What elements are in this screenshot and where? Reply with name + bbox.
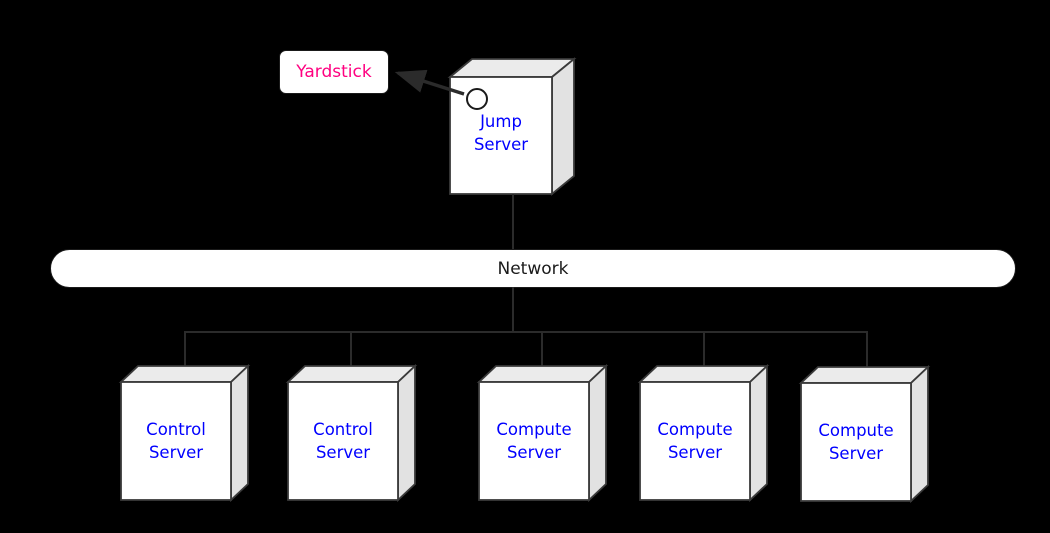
network-node[interactable]: Network: [50, 249, 1016, 288]
box-top-face: [118, 365, 251, 383]
connector-drop-5: [866, 331, 869, 379]
box-front-face: [120, 381, 232, 501]
connector-bus: [184, 331, 868, 334]
connector-drop-3: [541, 331, 544, 377]
box-front-face: [478, 381, 590, 501]
server-node-4[interactable]: Compute Server: [637, 363, 770, 503]
box-front-face: [449, 76, 553, 195]
box-side-face: [910, 364, 929, 504]
yardstick-label: Yardstick: [296, 62, 372, 82]
server-node-2[interactable]: Control Server: [285, 363, 418, 503]
server-node-3[interactable]: Compute Server: [476, 363, 609, 503]
box-front-face: [639, 381, 751, 501]
box-front-face: [287, 381, 399, 501]
jump-server-node[interactable]: Jump Server: [447, 57, 577, 196]
connector-jump-to-network: [512, 194, 515, 250]
box-side-face: [551, 57, 575, 196]
box-side-face: [397, 363, 416, 503]
connector-drop-1: [184, 331, 187, 377]
connector-drop-4: [703, 331, 706, 377]
connector-network-to-bus: [512, 287, 515, 333]
box-top-face: [798, 366, 931, 384]
box-front-face: [800, 382, 912, 502]
network-label: Network: [497, 258, 569, 279]
box-side-face: [749, 363, 768, 503]
server-node-1[interactable]: Control Server: [118, 363, 251, 503]
box-side-face: [588, 363, 607, 503]
server-node-5[interactable]: Compute Server: [798, 364, 931, 504]
box-top-face: [285, 365, 418, 383]
box-top-face: [476, 365, 609, 383]
box-side-face: [230, 363, 249, 503]
box-top-face: [637, 365, 770, 383]
interface-circle-icon: [466, 88, 488, 110]
yardstick-node[interactable]: Yardstick: [279, 50, 389, 94]
connector-drop-2: [350, 331, 353, 377]
